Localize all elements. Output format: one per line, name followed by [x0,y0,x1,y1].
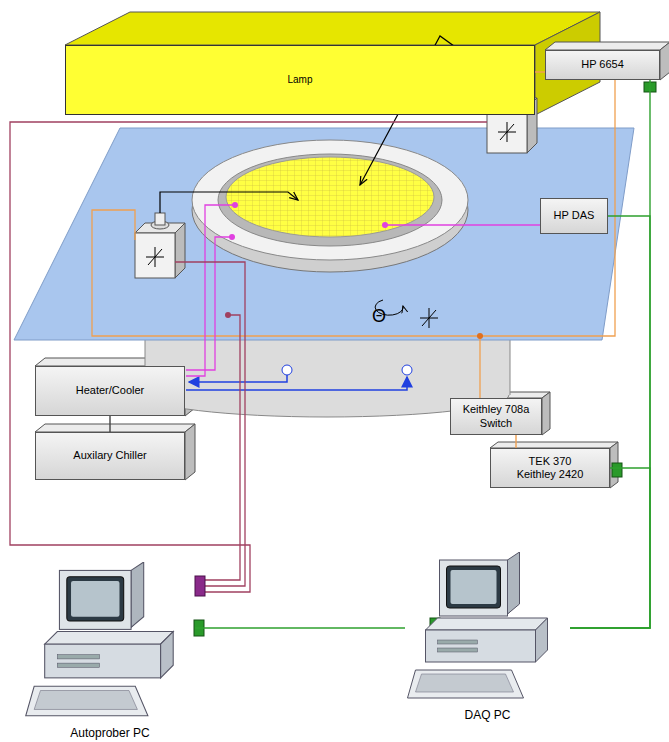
node-label: DAQ PC [405,708,570,722]
node-label: Lamp [287,74,312,86]
node-label: TEK 370 Keithley 2420 [508,455,592,481]
heater-cooler-box: Heater/Cooler [35,366,185,416]
node-label: HP DAS [554,209,595,222]
node-label: Auxilary Chiller [73,449,146,462]
coolant-port [282,365,292,375]
box-side-face [185,424,195,480]
wire-dot [225,312,231,318]
wire-dot [477,333,483,339]
coolant-port [402,365,412,375]
instrument-box: TEK 370 Keithley 2420 [490,448,610,488]
daq-unit-box: HP DAS [540,198,608,234]
stage-plate [14,128,634,340]
probe-arm [160,192,298,213]
lamp-box: Lamp [65,45,535,115]
connector [612,463,622,477]
switch-box: Keithley 708a Switch [450,398,542,435]
connector-wire [195,627,405,628]
xyz-symbol [420,308,438,328]
wafer-chuck [192,140,468,272]
node-label: HP 6654 [581,58,624,71]
box-side-face [542,392,550,435]
wire-dot [232,202,238,208]
box-top-face [545,42,669,50]
node-label: Heater/Cooler [76,384,144,397]
rotation-label: Θ [372,306,386,327]
computer-icon [405,552,570,702]
manipulator [135,213,185,278]
connector [195,576,205,596]
chiller-box: Auxilary Chiller [35,432,185,480]
box-top-face [35,424,195,432]
wire-dot [382,222,388,228]
coolant-line [186,377,407,390]
box-top-face [65,12,600,45]
control-wire [10,122,487,592]
node-label: Autoprober PC [25,726,195,740]
connector-wire [515,435,516,448]
smu-wire [92,72,615,398]
connector-wire [570,80,650,628]
computer: DAQ PC [405,552,570,722]
connector-wire [570,216,650,628]
connector-wire [570,468,650,628]
node-label: Keithley 708a Switch [461,403,531,429]
power-supply-box: HP 6654 [545,50,660,80]
connector-wire [109,416,110,432]
computer-icon [25,562,195,720]
sensor-wire [186,205,540,376]
wire-dot [229,234,235,240]
box-side-face [660,42,669,80]
computer: Autoprober PC [25,562,195,740]
